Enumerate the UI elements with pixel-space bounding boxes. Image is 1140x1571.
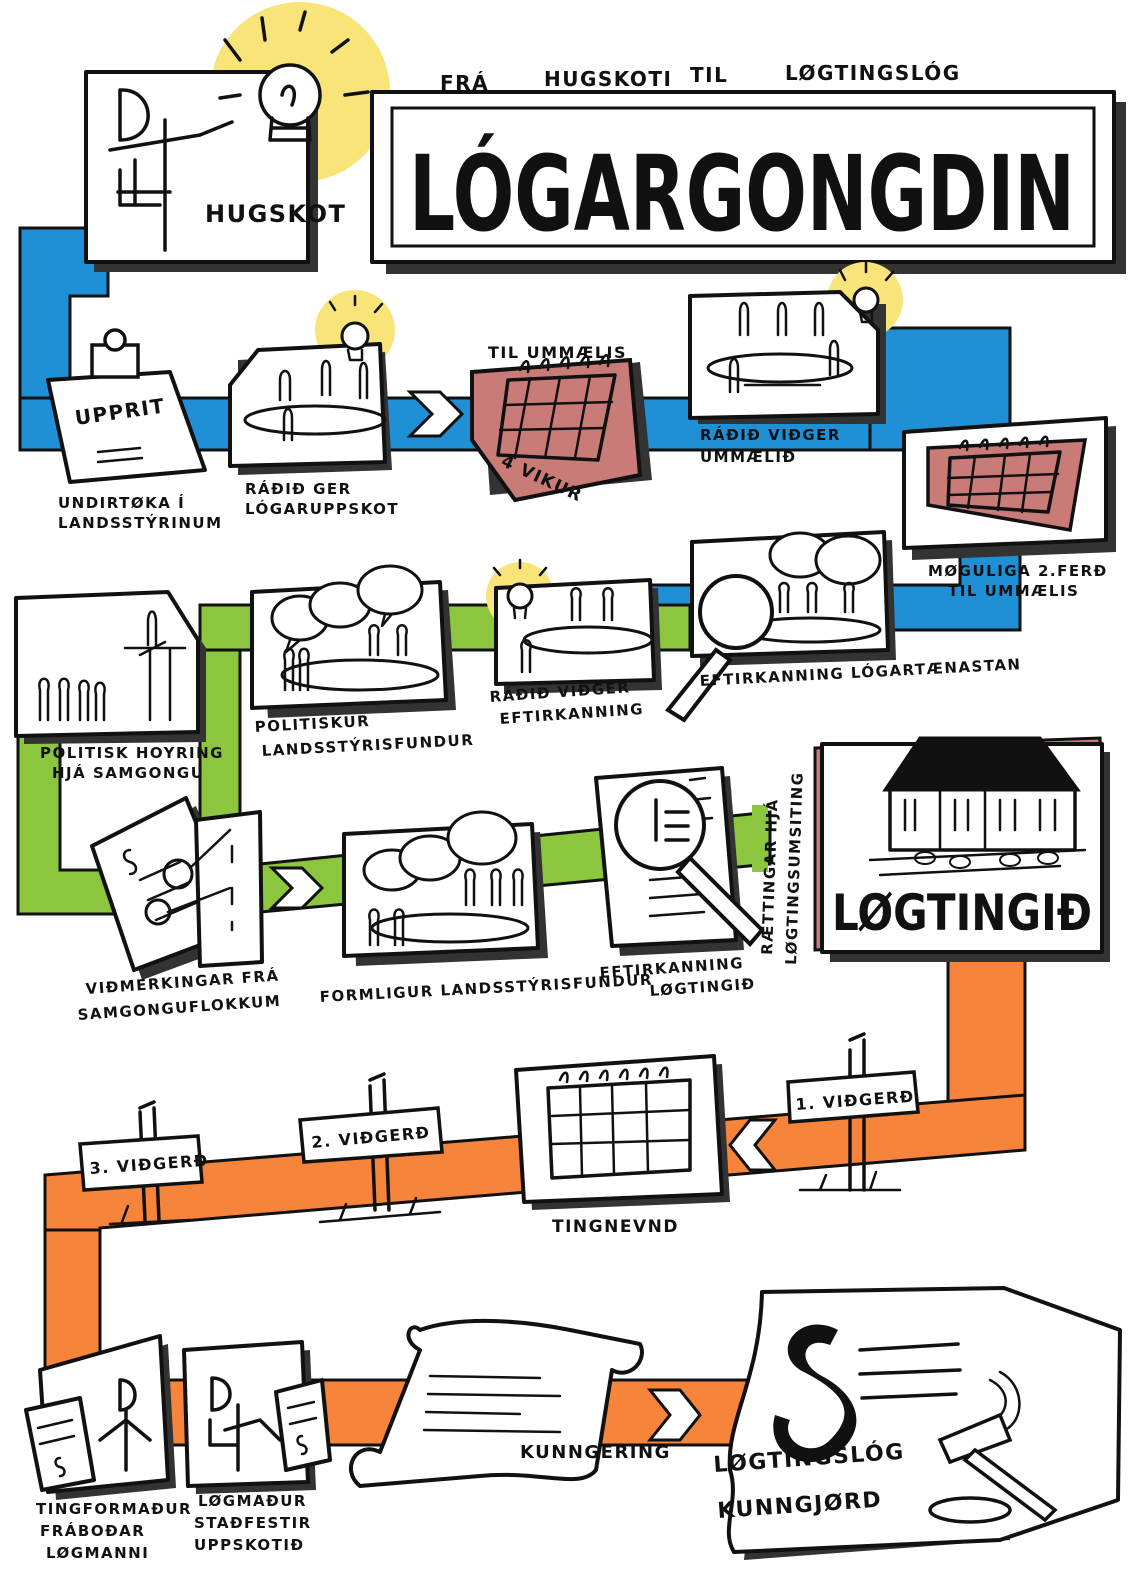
document-icon [274,1378,332,1472]
tingnevnd-label: TINGNEVND [552,1217,679,1237]
step-vidgerd-3: 3. VIÐGERÐ [78,1100,209,1226]
people-at-table-icon [243,359,387,442]
lightbulb-icon [218,10,370,142]
scroll-icon [348,1318,644,1488]
politiskur-caption-2: LANDSSTÝRISFUNDUR [261,730,474,760]
step-kunngering: KUNNGERING [348,1318,671,1488]
step-politiskur-fundur: POLITISKUR LANDSSTÝRISFUNDUR [250,564,475,760]
step-raid-vidger-ummaelid: RÁÐIÐ VIÐGER UMMÆLIÐ [688,260,903,466]
clipboard-sheet [46,370,207,484]
logmadur-caption-1: LØGMAÐUR [198,1492,307,1510]
upprit-caption-2: LANDSSTÝRINUM [58,513,223,532]
people-at-table-icon [706,301,854,394]
thinker-figure-icon [108,88,234,252]
speech-bubbles-icon [362,810,518,892]
chevron-right-icon [646,1388,702,1442]
title-banner: LÓGARGONGDIN [370,90,1126,274]
second-round-caption-2: TIL UMMÆLIS [948,582,1079,600]
logmadur-caption-3: UPPSKOTIÐ [194,1536,305,1554]
raid-vidger-caption-2: UMMÆLIÐ [700,448,797,466]
direction-chevrons [268,390,779,1442]
subtitle-word-4: LØGTINGSLÓG [785,61,961,85]
magnifier-icon [614,779,765,947]
raid-ger-caption-1: RÁÐIÐ GER [245,479,352,498]
eftirkanning-lt-caption-2: LØGTINGIÐ [649,975,756,1000]
subtitle-word-3: TIL [690,63,728,87]
step-second-round: MØGULIGA 2.FERÐ TIL UMMÆLIS [902,416,1116,600]
raid-ger-caption-2: LÓGARUPPSKOT [245,499,399,518]
lightbulb-icon [328,294,384,362]
page-title: LÓGARGONGDIN [409,133,1075,255]
signpost-icon [78,1134,204,1192]
rettingar-caption-2: LØGTINGSUMSITING [782,771,807,965]
people-at-table-icon [520,587,654,674]
speaker-at-podium-icon [38,610,187,722]
step-logmadur: LØGMAÐUR STAÐFESTIR UPPSKOTIÐ [182,1340,332,1554]
upprit-caption-1: UNDIRTØKA Í [58,493,185,512]
step-vidgerd-2: 2. VIÐGERÐ [298,1072,444,1224]
step-final-law: LØGTINGSLÓG KUNNGJØRD [713,1286,1122,1560]
step-tingnevnd: TINGNEVND [514,1054,730,1237]
step-vidmerkingar: VIÐMERKINGAR FRÁ SAMGONGUFLOKKUM [77,796,282,1024]
magnifier-icon [665,574,774,723]
lightbulb-icon [492,558,548,620]
idea-label: HUGSKOT [205,200,346,228]
vidmerkingar-caption-2: SAMGONGUFLOKKUM [77,992,282,1024]
step-raid-vidger-eftirkanning: RÁÐIÐ VIÐGER EFTIRKANNING [486,558,662,728]
people-at-table-icon [280,624,440,692]
signpost-icon [298,1106,444,1164]
people-at-table-icon [368,868,530,947]
document-icon [24,1396,96,1492]
step-raid-ger: RÁÐIÐ GER LÓGARUPPSKOT [228,290,399,518]
kunngering-label: KUNNGERING [520,1442,671,1463]
step-upprit: UPPRIT UNDIRTØKA Í LANDSSTÝRINUM [46,328,223,532]
eftirkanning-caption-2: EFTIRKANNING [499,700,645,728]
speech-bubbles-icon [270,564,424,654]
step-politisk-hoyring: POLITISK HOYRING HJÁ SAMGONGU [14,590,224,782]
parliament-building-icon [868,736,1087,877]
step-eftirkanning-logtingid: EFTIRKANNING LØGTINGIÐ [594,766,765,1000]
subtitle-word-2: HUGSKOTI [544,67,672,91]
chevron-right-icon [406,390,465,438]
ummaelis-top-label: TIL UMMÆLIS [488,343,627,362]
step-vidgerd-1: 1. VIÐGERÐ [786,1032,920,1192]
step-til-ummaelis: TIL UMMÆLIS 4 VIKUR [470,343,652,507]
logmadur-caption-2: STAÐFESTIR [194,1514,312,1532]
tingformadur-caption-3: LØGMANNI [46,1544,149,1562]
gavel-icon [928,1412,1058,1524]
tingformadur-caption-1: TINGFORMAÐUR [36,1500,192,1518]
hoyring-caption-2: HJÁ SAMGONGU [52,763,204,782]
chevron-left-icon [728,1118,779,1172]
step-logartaenastan: EFTIRKANNING LÓGARTÆNASTAN [665,530,1022,723]
idea-panel: HUGSKOT [84,2,390,272]
subtitle: FRÁ HUGSKOTI TIL LØGTINGSLÓG [440,61,961,95]
signpost-icon [786,1070,920,1124]
lightbulb-icon [838,260,895,324]
hoyring-caption-1: POLITISK HOYRING [40,744,224,762]
step-rettingar: RÆTTINGAR HJÁ LØGTINGSUMSITING [752,771,807,965]
parliament-panel: LØGTINGIÐ [813,736,1110,962]
second-round-caption-1: MØGULIGA 2.FERÐ [928,562,1108,580]
speech-bubbles-icon [768,531,882,586]
tingformadur-caption-2: FRÁBOÐAR [40,1521,145,1540]
parliament-label: LØGTINGIÐ [832,884,1092,942]
calendar-icon [546,1078,692,1180]
raid-vidger-caption-1: RÁÐIÐ VIÐGER [700,425,841,444]
chevron-right-icon [268,866,325,910]
step-tingformadur: TINGFORMAÐUR FRÁBOÐAR LØGMANNI [24,1334,192,1562]
